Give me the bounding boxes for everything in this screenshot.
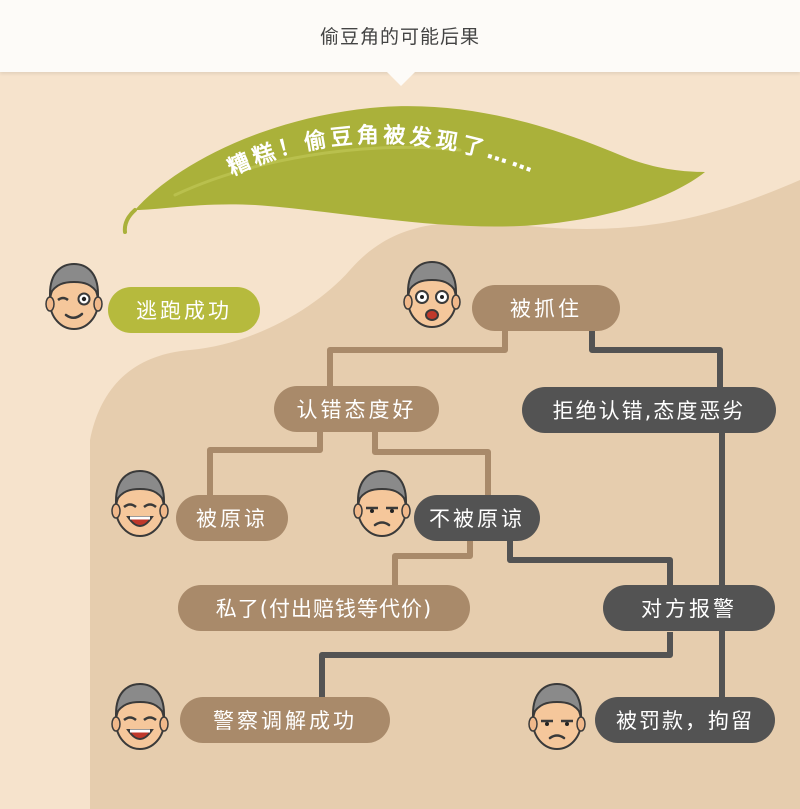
node-caught: 被抓住 <box>472 285 620 331</box>
bean-pod-icon <box>135 106 705 227</box>
laughing-face-icon <box>111 469 169 537</box>
page-title: 偷豆角的可能后果 <box>319 26 480 48</box>
connector-caught-admit <box>327 330 508 390</box>
node-fined-detained: 被罚款，拘留 <box>595 697 775 743</box>
header-bar: 偷豆角的可能后果 <box>0 0 800 72</box>
connector-notforgiven-private <box>392 538 473 590</box>
connector-caught-refuse <box>589 330 723 388</box>
connector-report-police <box>319 632 673 700</box>
shocked-face-icon <box>403 260 461 328</box>
header-notch <box>387 72 415 86</box>
bean-pod-highlight <box>173 145 462 197</box>
bean-stem-icon <box>122 208 137 234</box>
node-police-mediate: 警察调解成功 <box>180 697 390 743</box>
worried-face-icon <box>353 469 411 537</box>
node-report-police: 对方报警 <box>603 585 775 631</box>
node-admit-good: 认错态度好 <box>274 386 439 432</box>
connector-admit-notforgiven <box>372 431 491 500</box>
laughing-face-icon <box>111 682 169 750</box>
banner-textpath: 糟糕！偷豆角被发现了…… <box>224 122 537 181</box>
node-private-settle: 私了(付出赔钱等代价) <box>178 585 470 631</box>
worried-face-icon <box>528 682 586 750</box>
node-forgiven: 被原谅 <box>176 495 288 541</box>
node-not-forgiven: 不被原谅 <box>414 495 540 541</box>
winking-face-icon <box>45 262 103 330</box>
connector-notforgiven-report <box>507 538 673 585</box>
banner-text: 糟糕！偷豆角被发现了…… <box>224 122 541 181</box>
node-refuse-bad: 拒绝认错,态度恶劣 <box>522 387 776 433</box>
node-escape: 逃跑成功 <box>108 287 260 333</box>
sand-area <box>90 180 800 809</box>
connector-admit-forgiven <box>207 431 323 500</box>
